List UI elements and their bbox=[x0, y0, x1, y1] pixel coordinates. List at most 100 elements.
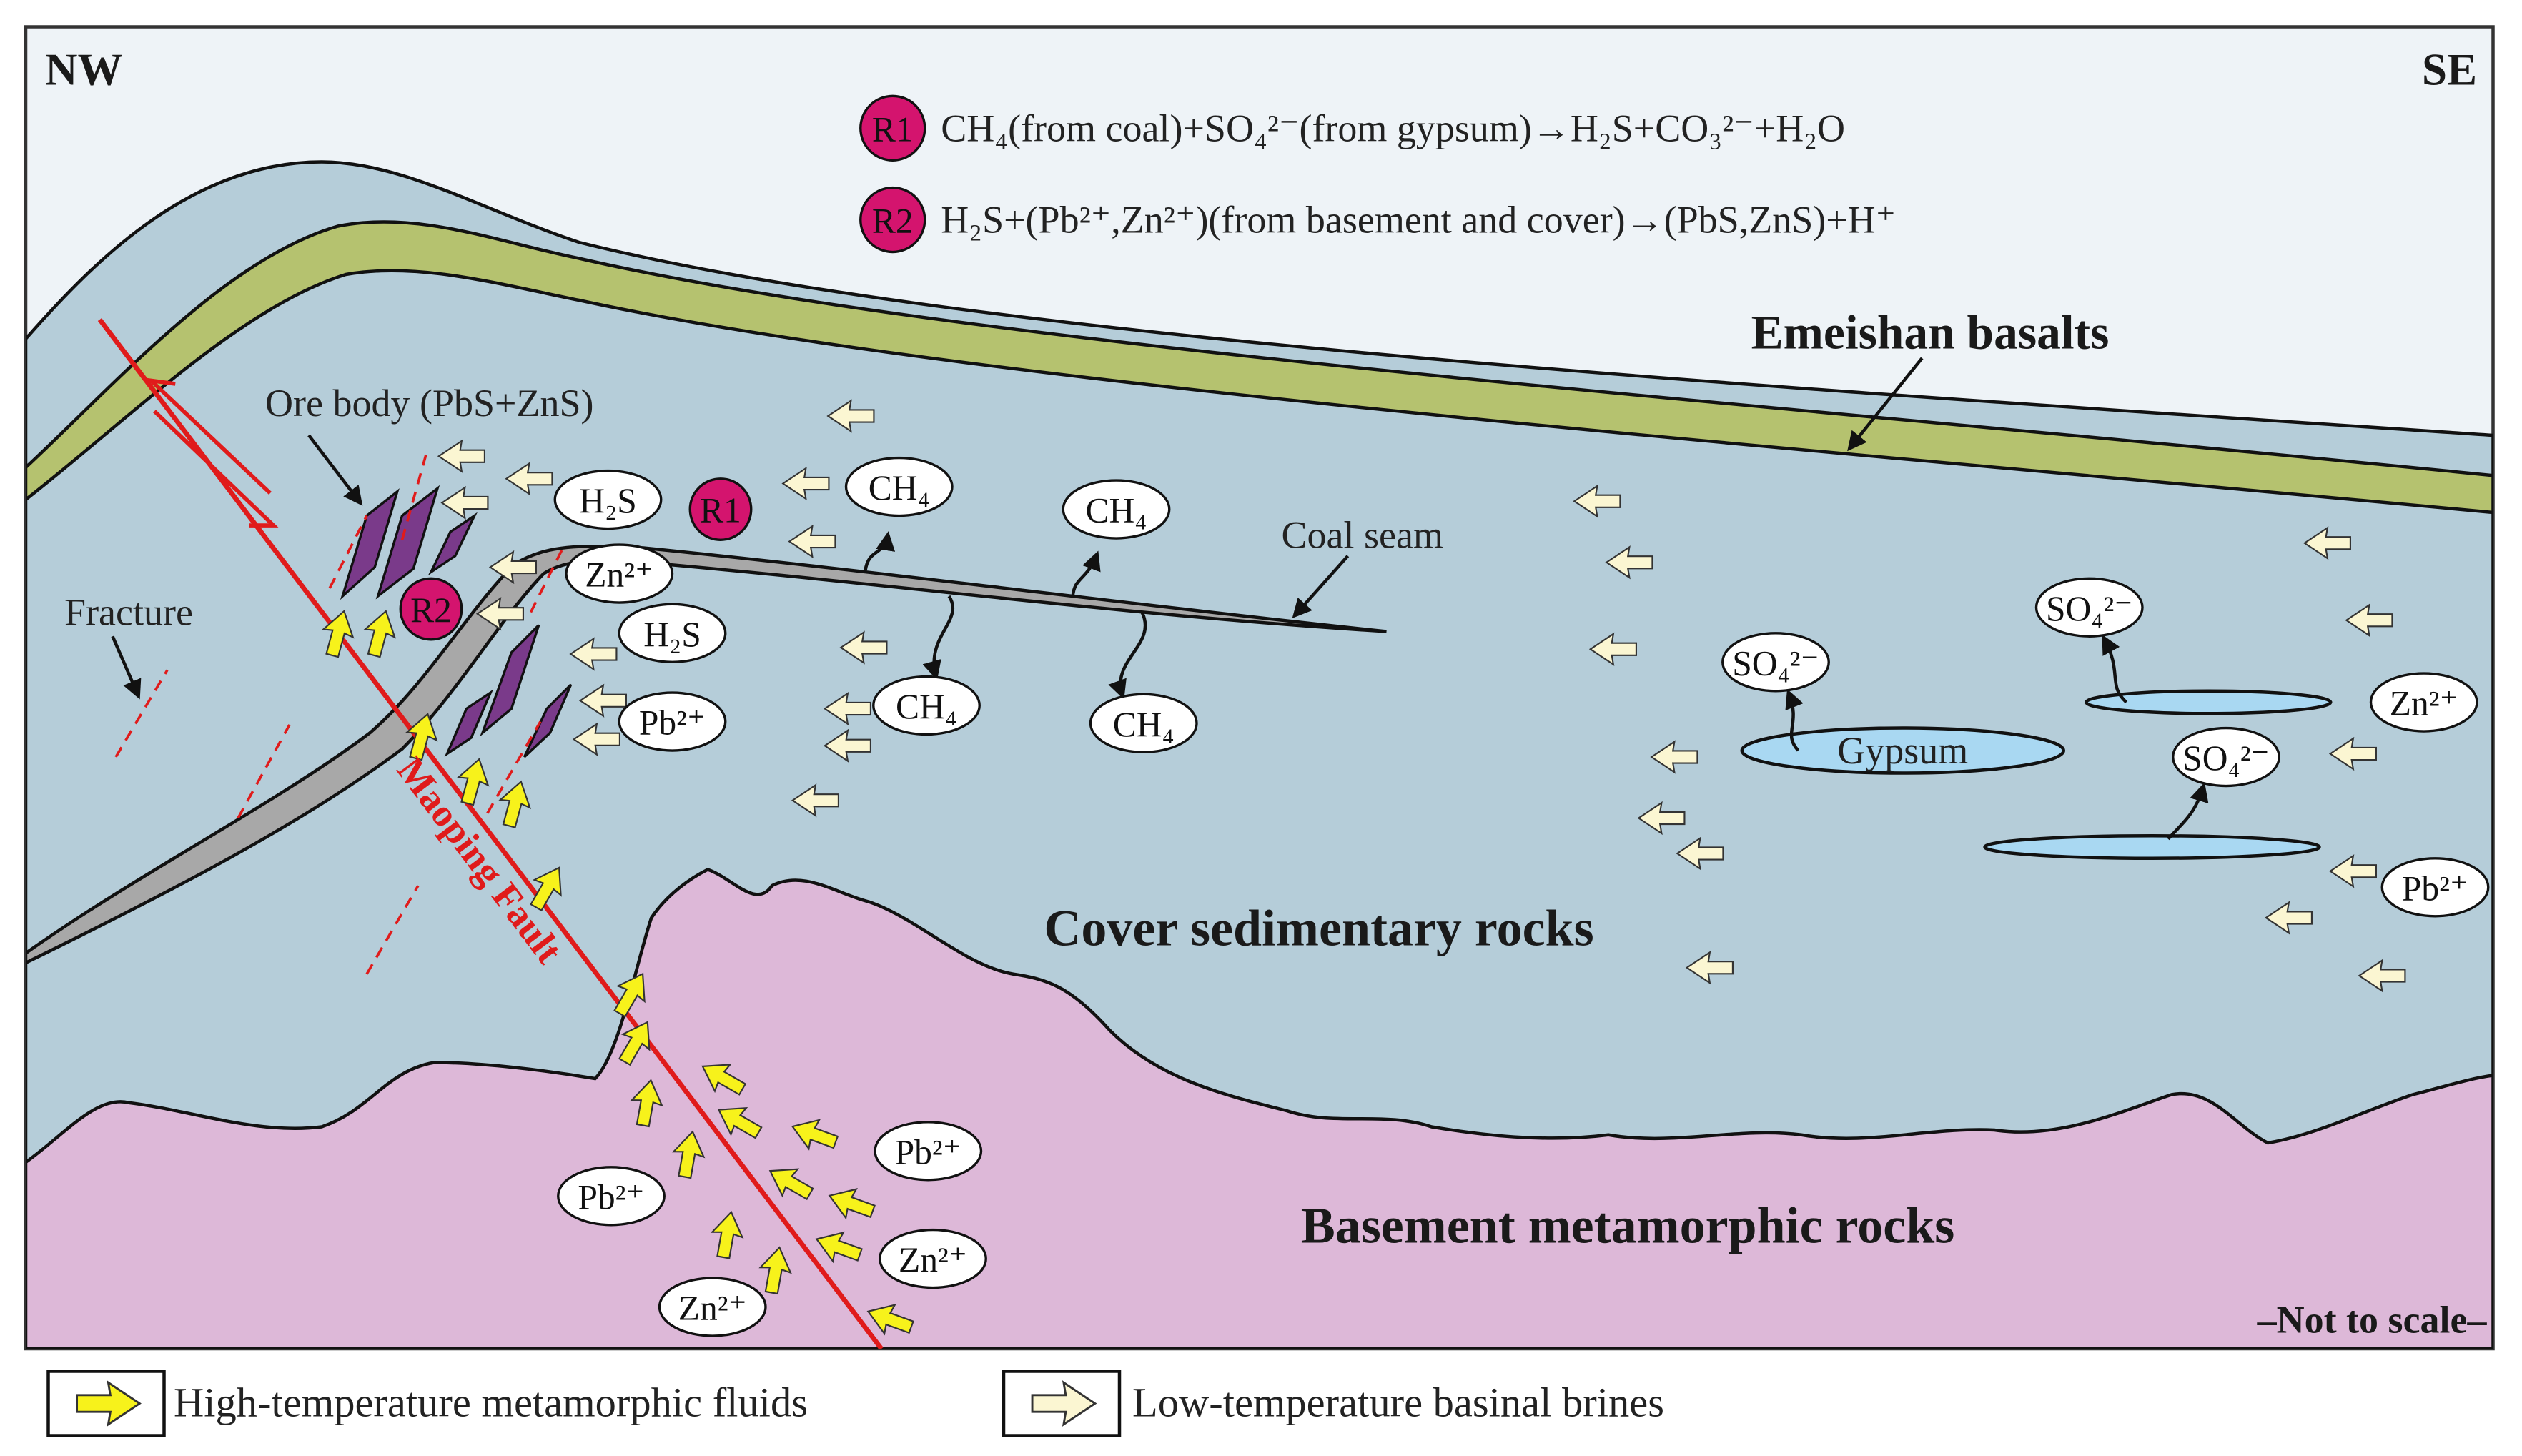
species-label-ch4: CH₄ bbox=[896, 687, 957, 726]
r2-badge bbox=[859, 186, 926, 254]
r1-badge-diagram: R1 bbox=[688, 477, 753, 541]
high-temp-fluid-arrow bbox=[717, 1106, 763, 1139]
low-temp-brine-arrow bbox=[2264, 901, 2313, 935]
low-temp-brine-arrow bbox=[839, 630, 888, 665]
high-temp-fluid-arrow bbox=[671, 1130, 706, 1179]
high-temp-fluid-arrow bbox=[701, 1064, 747, 1096]
species-oval-so4: SO₄²⁻ bbox=[1721, 632, 1830, 693]
ore-body bbox=[375, 485, 440, 600]
fracture-leader bbox=[111, 635, 142, 700]
low-temp-brine-arrow bbox=[1588, 632, 1637, 666]
high-temp-fluid-arrow bbox=[363, 610, 397, 658]
r2-badge-diagram: R2 bbox=[399, 577, 463, 641]
leader-arrows bbox=[111, 357, 2209, 841]
species-label-zn: Zn²⁺ bbox=[585, 555, 653, 595]
low-temp-brine-arrow bbox=[781, 466, 830, 501]
species-label-pb: Pb²⁺ bbox=[2402, 868, 2468, 908]
ch4-release-arrow bbox=[922, 595, 955, 680]
high-temp-fluid-arrow bbox=[828, 1188, 876, 1220]
high-temp-fluid-arrow bbox=[530, 866, 562, 912]
low-temp-brine-arrow bbox=[437, 439, 485, 473]
r2-badge-text: R2 bbox=[872, 202, 914, 241]
species-label-pb: Pb²⁺ bbox=[578, 1177, 644, 1217]
low-temp-brine-arrow bbox=[2358, 959, 2406, 993]
fracture-label: Fracture bbox=[64, 591, 193, 634]
low-temp-brine-arrow bbox=[1685, 951, 1734, 985]
species-oval-zn: Zn²⁺ bbox=[879, 1228, 987, 1289]
high-temp-fluid-arrow bbox=[618, 1021, 651, 1066]
low-temp-brine-arrow bbox=[505, 462, 553, 496]
species-oval-ch4: CH₄ bbox=[872, 675, 981, 736]
basalts-label: Emeishan basalts bbox=[1751, 306, 2110, 360]
basement-label: Basement metamorphic rocks bbox=[1301, 1197, 1955, 1254]
low-temp-brine-arrow bbox=[572, 722, 620, 756]
low-temp-brine-arrow bbox=[2303, 526, 2351, 560]
high-temp-fluid-arrow bbox=[456, 758, 490, 806]
ore-body-label: Ore body (PbS+ZnS) bbox=[265, 382, 593, 425]
ore-body bbox=[427, 512, 478, 576]
ch4-release-arrow bbox=[1108, 611, 1147, 700]
gypsum-lens-upper bbox=[2085, 689, 2333, 715]
species-label-so4: SO₄²⁻ bbox=[2046, 589, 2133, 628]
species-oval-so4: SO₄²⁻ bbox=[2034, 577, 2144, 638]
species-label-h2s: H₂S bbox=[643, 615, 701, 654]
low-temp-brine-arrow bbox=[791, 783, 839, 818]
reaction-r1: R1 CH₄(from coal)+SO₄²⁻(from gypsum)→H₂S… bbox=[859, 94, 1845, 162]
fault-motion-arrows bbox=[145, 377, 279, 528]
scale-note: –Not to scale– bbox=[2257, 1299, 2488, 1342]
low-temp-brine-arrow bbox=[1605, 545, 1653, 580]
species-oval-h2s: H₂S bbox=[618, 603, 727, 663]
gypsum-lens-lower bbox=[1983, 834, 2321, 860]
coal-seam-leader bbox=[1292, 555, 1350, 619]
high-temp-fluid-arrow bbox=[498, 780, 532, 828]
high-temp-fluid-arrow bbox=[758, 1246, 792, 1295]
legend-low-temp-arrow bbox=[1031, 1380, 1097, 1427]
r1-equation: CH₄(from coal)+SO₄²⁻(from gypsum)→H₂S+CO… bbox=[941, 107, 1845, 149]
reaction-r2: R2 H₂S+(Pb²⁺,Zn²⁺)(from basement and cov… bbox=[859, 186, 1896, 254]
coal-seam-label: Coal seam bbox=[1282, 514, 1443, 557]
species-oval-pb: Pb²⁺ bbox=[557, 1166, 666, 1227]
low-temp-brine-arrow bbox=[488, 550, 537, 585]
low-temp-brine-arrow bbox=[1650, 740, 1698, 774]
ch4-release-arrow bbox=[1071, 550, 1101, 597]
species-label-ch4: CH₄ bbox=[1113, 705, 1175, 744]
low-temp-brine-arrow bbox=[1676, 836, 1724, 871]
ch4-release-arrow bbox=[864, 531, 896, 571]
low-temp-brine-arrow bbox=[2328, 854, 2377, 888]
high-temp-fluid-arrow bbox=[321, 610, 355, 658]
ore-body-leader bbox=[307, 434, 363, 506]
r1-badge bbox=[859, 94, 926, 162]
species-label-zn: Zn²⁺ bbox=[2390, 684, 2458, 723]
species-label-so4: SO₄²⁻ bbox=[1732, 643, 1819, 683]
r2-badge-label: R2 bbox=[410, 590, 452, 630]
high-temperature-fluid-arrows bbox=[321, 610, 914, 1336]
low-temp-brine-arrow bbox=[826, 399, 875, 433]
coal-seam bbox=[26, 545, 1387, 965]
high-temp-fluid-arrow bbox=[791, 1119, 839, 1151]
low-temp-brine-arrow bbox=[2345, 603, 2393, 638]
legend-high-temp-label: High-temperature metamorphic fluids bbox=[174, 1380, 808, 1426]
low-temp-brine-arrow bbox=[788, 524, 836, 559]
r1-badge-label: R1 bbox=[700, 491, 741, 530]
species-label-so4: SO₄²⁻ bbox=[2182, 738, 2270, 778]
species-oval-ch4: CH₄ bbox=[1089, 693, 1198, 753]
legend-low-temp-label: Low-temperature basinal brines bbox=[1132, 1380, 1664, 1426]
legend-high-temp-swatch bbox=[46, 1370, 166, 1437]
low-temp-brine-arrow bbox=[578, 683, 627, 718]
cover-label: Cover sedimentary rocks bbox=[1044, 899, 1593, 956]
species-oval-pb: Pb²⁺ bbox=[2380, 857, 2490, 918]
species-oval-zn: Zn²⁺ bbox=[658, 1277, 767, 1337]
species-oval-so4: SO₄²⁻ bbox=[2172, 726, 2280, 788]
low-temp-brine-arrow bbox=[1637, 801, 1686, 836]
species-oval-h2s: H₂S bbox=[553, 469, 663, 530]
low-temperature-brine-arrows bbox=[437, 399, 2406, 993]
ore-body bbox=[340, 488, 400, 600]
low-temp-brine-arrow bbox=[823, 728, 871, 763]
species-oval-ch4: CH₄ bbox=[844, 456, 954, 517]
low-temp-brine-arrow bbox=[1573, 484, 1621, 518]
ore-body bbox=[480, 624, 540, 737]
species-oval-pb: Pb²⁺ bbox=[618, 691, 727, 752]
species-label-zn: Zn²⁺ bbox=[678, 1289, 747, 1328]
